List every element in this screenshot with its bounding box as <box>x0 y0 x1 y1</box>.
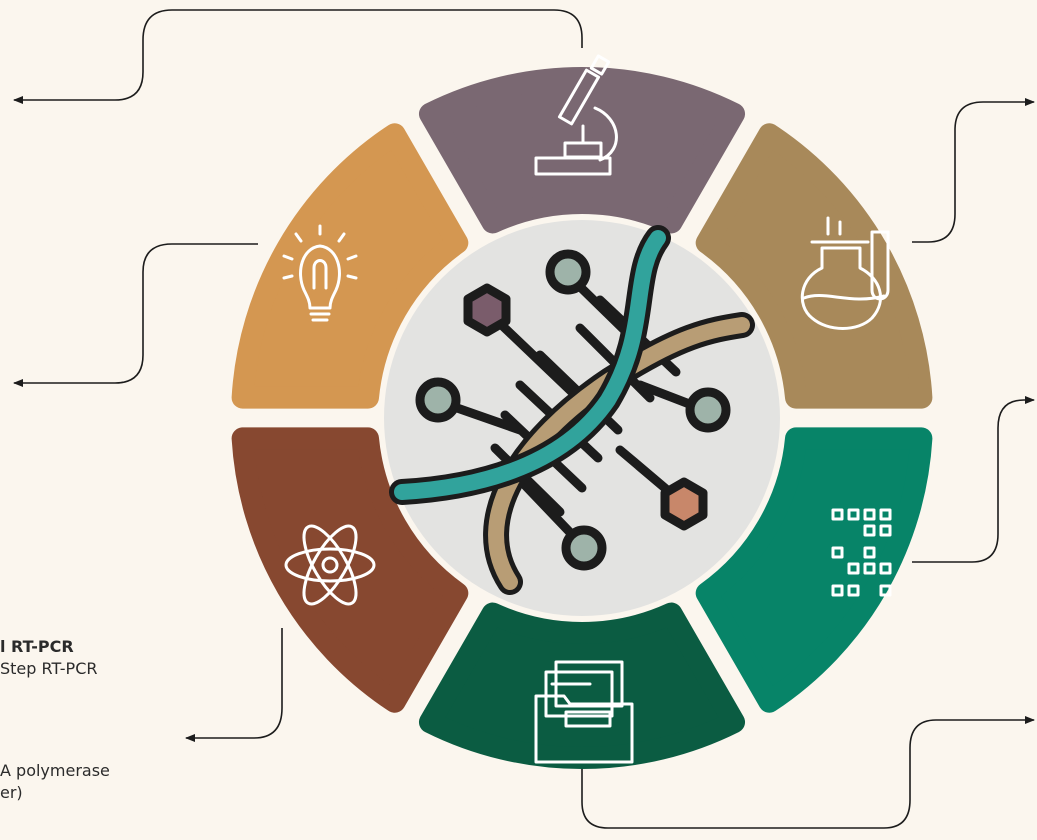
segment-flask <box>695 123 933 409</box>
text-line-2-fragment: A polymerase <box>0 761 110 780</box>
flask-test-tube-icon <box>800 216 890 330</box>
connector-bottom <box>581 716 1035 829</box>
light-bulb-icon <box>282 224 358 322</box>
qr-code-icon <box>831 508 892 597</box>
ring-segments <box>231 67 933 769</box>
segment-bulb <box>231 123 469 409</box>
dna-helix-icon <box>389 225 755 595</box>
connector-upper-right <box>912 98 1035 243</box>
folder-files-icon <box>534 660 634 764</box>
text-heading-fragment: l RT-PCR <box>0 637 74 656</box>
segment-qr <box>695 427 933 713</box>
text-line-1-fragment: Step RT-PCR <box>0 659 98 678</box>
connector-lower-left <box>185 628 283 742</box>
atom-icon <box>284 524 376 606</box>
connector-lower-right <box>912 396 1035 563</box>
segment-microscope <box>418 67 746 234</box>
microscope-icon <box>534 54 618 176</box>
text-line-3-fragment: er) <box>0 783 23 802</box>
connector-upper-left <box>13 243 258 387</box>
connector-top <box>13 9 583 104</box>
connectors <box>13 9 1035 829</box>
segment-folder <box>418 602 746 769</box>
